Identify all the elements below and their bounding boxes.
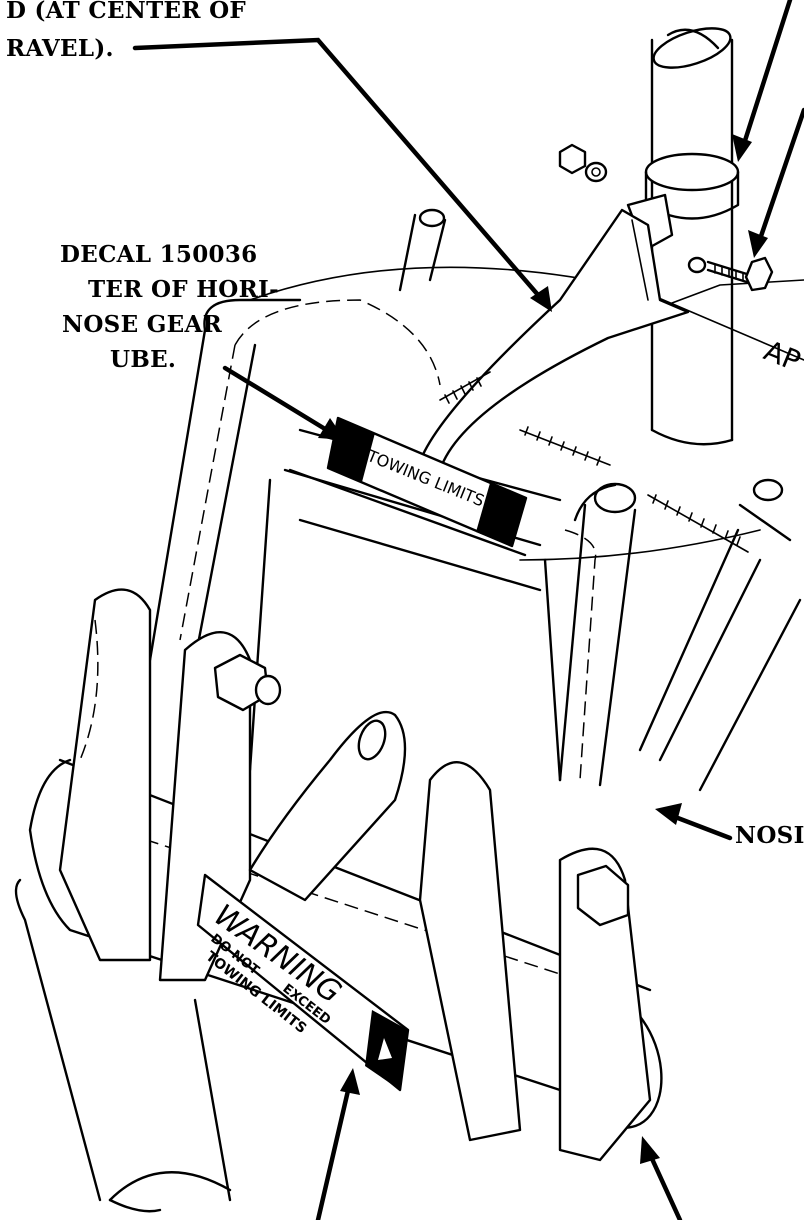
leader-line-decal bbox=[222, 365, 345, 440]
leader-line-clamp bbox=[732, 0, 793, 162]
callout-top-left-line2: RAVEL). bbox=[6, 35, 114, 62]
callout-mid-left-line4: UBE. bbox=[110, 346, 176, 373]
leader-line-nose bbox=[655, 803, 733, 841]
lower-lug-right bbox=[418, 761, 652, 1162]
pointer-arm bbox=[416, 208, 690, 472]
leader-line-top-left bbox=[132, 37, 552, 312]
leader-line-warning bbox=[315, 1068, 360, 1220]
lower-lug-center bbox=[248, 710, 407, 902]
right-brace bbox=[638, 478, 802, 792]
upper-fork-left bbox=[148, 208, 447, 662]
center-fork bbox=[248, 468, 637, 787]
upper-cross-tube: TOWING LIMITS bbox=[283, 416, 562, 548]
clamp-bolt-nut-left bbox=[558, 143, 608, 183]
callout-mid-left-line3: NOSE GEAR bbox=[62, 311, 223, 338]
callout-mid-left-line1: DECAL 150036 bbox=[60, 241, 257, 268]
leader-line-bolt bbox=[748, 107, 804, 258]
leader-line-cap bbox=[640, 1136, 683, 1220]
callout-right-partial: AP bbox=[759, 334, 804, 378]
steering-clamp bbox=[626, 152, 740, 252]
callout-top-left-line1: D (AT CENTER OF bbox=[6, 0, 246, 24]
callout-nose-partial: NOSI bbox=[735, 822, 804, 849]
callout-mid-left-line2: TER OF HORI- bbox=[88, 276, 279, 303]
clamp-bolt-right bbox=[687, 256, 774, 292]
